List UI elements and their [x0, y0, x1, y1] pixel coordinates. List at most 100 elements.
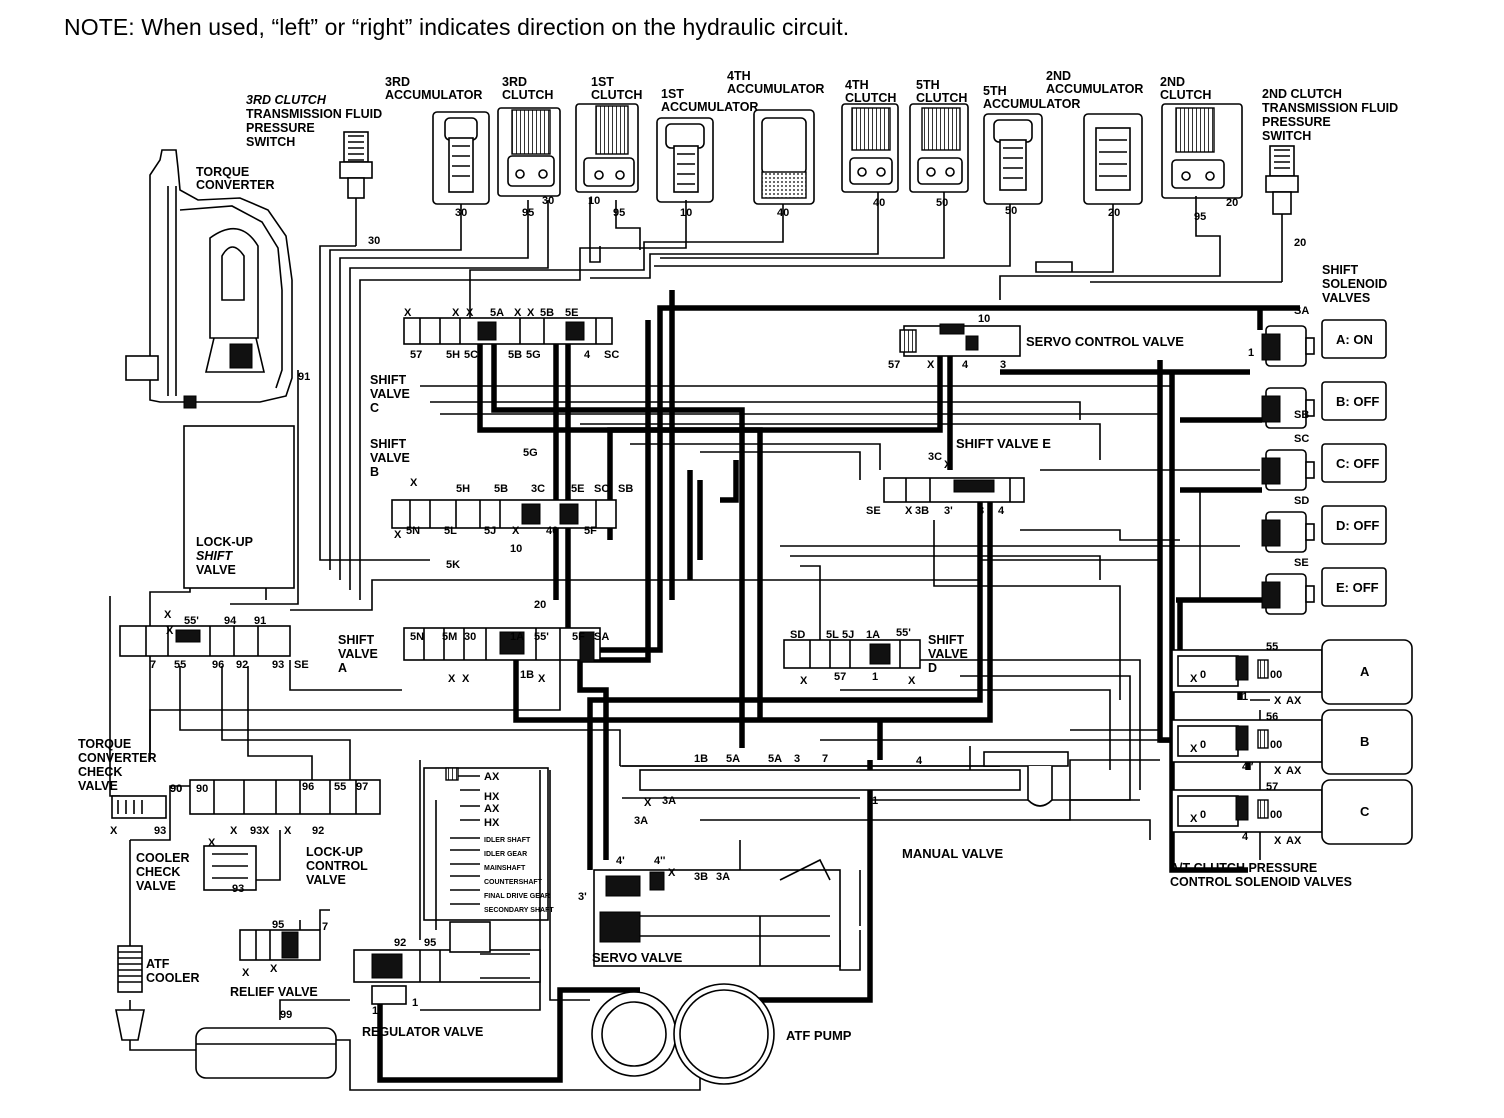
svg-text:5K: 5K	[446, 559, 460, 571]
svg-text:95: 95	[1194, 211, 1206, 223]
svg-text:SWITCH: SWITCH	[1262, 129, 1311, 143]
diagram-note: NOTE: When used, “left” or “right” indic…	[64, 14, 850, 40]
svg-text:3B: 3B	[694, 871, 708, 883]
svg-text:93: 93	[272, 659, 284, 671]
component-circuit-numbers: 30 95 30 10 95 10 40 40 50 50 20 95 20 3…	[368, 195, 1306, 249]
clutch3-label-1: 3RD	[502, 75, 527, 89]
svg-text:X: X	[466, 307, 474, 319]
svg-text:5M: 5M	[442, 631, 457, 643]
torque-converter-check-valve: TORQUE CONVERTER CHECK VALVE 90 93 X COO…	[78, 737, 189, 893]
svg-text:X: X	[1190, 813, 1198, 825]
svg-text:X: X	[262, 825, 270, 837]
svg-text:20: 20	[1294, 237, 1306, 249]
svg-text:4″: 4″	[1242, 761, 1254, 773]
svg-text:4: 4	[1242, 831, 1249, 843]
svg-text:57: 57	[888, 359, 900, 371]
svg-text:X: X	[452, 307, 460, 319]
manual-valve: MANUAL VALVE 1B 5A 5A 3 7 4 X 3A 3A 1	[622, 751, 1069, 861]
svg-text:1: 1	[872, 671, 878, 683]
svg-text:57: 57	[410, 349, 422, 361]
svg-text:30: 30	[464, 631, 476, 643]
sw3-label-1: 3RD CLUTCH	[246, 93, 327, 107]
svg-text:PRESSURE: PRESSURE	[246, 121, 315, 135]
svg-text:SC: SC	[594, 483, 609, 495]
svg-text:X: X	[270, 963, 278, 975]
svg-text:AX: AX	[484, 771, 500, 783]
solenoid-state-d: D: OFF	[1336, 518, 1379, 533]
svg-text:SERVO CONTROL VALVE: SERVO CONTROL VALVE	[1026, 334, 1184, 349]
clutch-3rd	[497, 107, 561, 197]
tc-label-1: TORQUE	[196, 165, 249, 179]
svg-text:3: 3	[1000, 359, 1006, 371]
solenoid-tag-a: SA	[1294, 305, 1309, 317]
sw3-label-2: TRANSMISSION FLUID	[246, 107, 382, 121]
regulator-valve: REGULATOR VALVE 92 95 1 1 99	[280, 921, 541, 1039]
lockup-control-valve: LOCK-UP CONTROL VALVE 90 90 96 55 97 93 …	[170, 779, 381, 895]
svg-text:REGULATOR VALVE: REGULATOR VALVE	[362, 1025, 483, 1039]
clutch4-label-2: CLUTCH	[845, 91, 896, 105]
svg-text:5J: 5J	[484, 525, 496, 537]
svg-text:1B: 1B	[694, 753, 708, 765]
solenoid-state-b: B: OFF	[1336, 394, 1379, 409]
svg-text:X: X	[462, 673, 470, 685]
svg-text:X: X	[927, 359, 935, 371]
shift-valve-a: SHIFT VALVE A 5K 20 5N 5M 30 1A 55' 5F S…	[338, 559, 609, 685]
svg-text:MAINSHAFT: MAINSHAFT	[484, 865, 526, 872]
svg-text:7: 7	[150, 659, 156, 671]
svg-text:AX: AX	[1286, 765, 1302, 777]
svg-text:CLUTCH: CLUTCH	[1160, 88, 1211, 102]
svg-text:SE: SE	[294, 659, 309, 671]
svg-text:VALVE: VALVE	[196, 563, 236, 577]
svg-text:1: 1	[1248, 347, 1254, 359]
atf-cooler: ATF COOLER	[115, 945, 199, 1041]
solenoid-state-c: C: OFF	[1336, 456, 1379, 471]
svg-text:PRESSURE: PRESSURE	[1262, 115, 1331, 129]
svg-text:5G: 5G	[523, 447, 538, 459]
svg-text:5B: 5B	[494, 483, 508, 495]
svg-text:ACCUMULATOR: ACCUMULATOR	[983, 97, 1080, 111]
svg-text:5J: 5J	[842, 629, 854, 641]
pressure-solenoid-label-a: A	[1360, 664, 1370, 679]
svg-text:SB: SB	[618, 483, 633, 495]
accumulator-1st	[656, 117, 714, 203]
svg-text:ATF: ATF	[146, 957, 170, 971]
svg-text:96: 96	[212, 659, 224, 671]
svg-text:VALVE: VALVE	[306, 873, 346, 887]
svg-text:X: X	[448, 673, 456, 685]
svg-text:30: 30	[368, 235, 380, 247]
svg-text:LOCK-UP: LOCK-UP	[196, 535, 253, 549]
svg-text:1: 1	[872, 795, 878, 807]
svg-text:4TH: 4TH	[845, 78, 869, 92]
svg-text:CLUTCH: CLUTCH	[916, 91, 967, 105]
svg-text:CLUTCH: CLUTCH	[591, 88, 642, 102]
svg-text:COOLER: COOLER	[146, 971, 199, 985]
svg-text:SHIFT: SHIFT	[370, 373, 406, 387]
svg-text:5B: 5B	[540, 307, 554, 319]
svg-text:90: 90	[196, 783, 208, 795]
svg-text:99: 99	[280, 1009, 292, 1021]
torque-converter: 91 94 90	[125, 149, 310, 443]
svg-text:55': 55'	[896, 627, 911, 639]
svg-text:X: X	[110, 825, 118, 837]
svg-text:5A: 5A	[768, 753, 782, 765]
svg-text:1ST: 1ST	[591, 75, 614, 89]
svg-text:20: 20	[1108, 207, 1120, 219]
svg-text:X: X	[394, 529, 402, 541]
svg-text:TORQUE: TORQUE	[78, 737, 131, 751]
acc1-label-2: ACCUMULATOR	[661, 100, 758, 114]
svg-text:X: X	[527, 307, 535, 319]
svg-text:94: 94	[224, 615, 237, 627]
svg-text:1: 1	[1242, 691, 1248, 703]
svg-text:X: X	[284, 825, 292, 837]
svg-text:1A: 1A	[510, 631, 524, 643]
svg-text:5TH: 5TH	[916, 78, 940, 92]
svg-text:4: 4	[916, 755, 923, 767]
servo-control-valve: SERVO CONTROL VALVE 10 57 X 4 3 1	[888, 313, 1254, 371]
svg-text:5E: 5E	[571, 483, 584, 495]
